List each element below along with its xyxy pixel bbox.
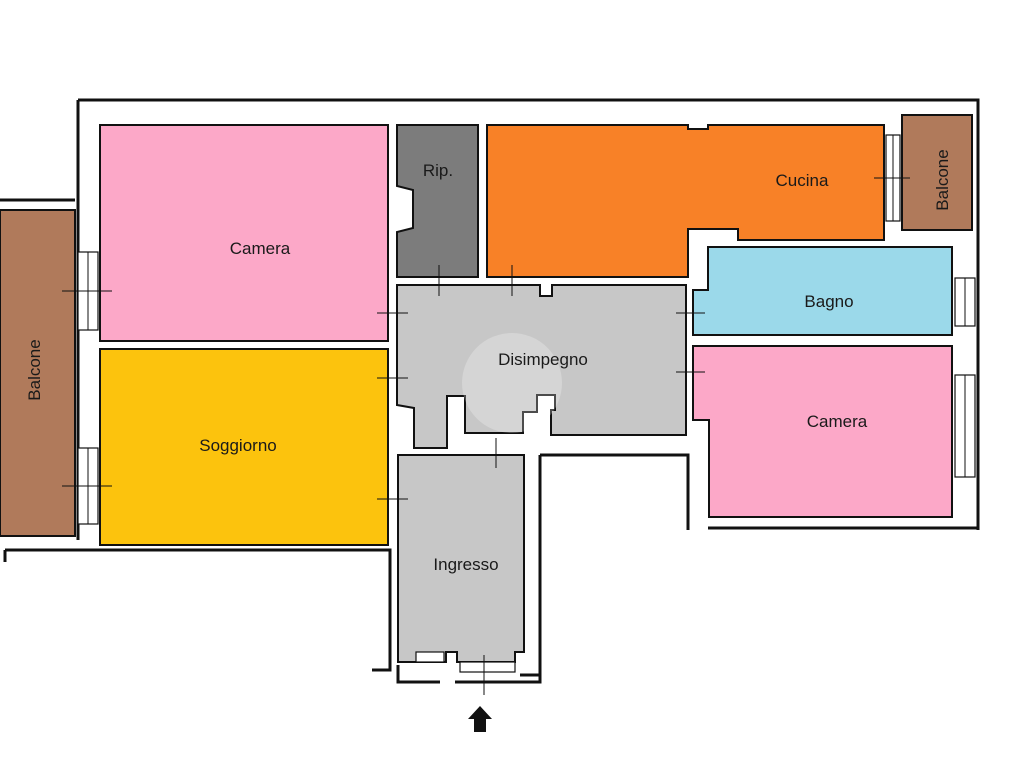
room-balcone-left-fill: [0, 209, 76, 537]
room-camera-2-fill: [692, 345, 953, 518]
label-cucina: Cucina: [776, 171, 829, 190]
label-ingresso: Ingresso: [433, 555, 498, 574]
room-disimpegno-fill: [396, 284, 687, 449]
room-ripostiglio-fill: [396, 124, 479, 278]
label-balcone-left: Balcone: [25, 339, 44, 400]
label-disimpegno: Disimpegno: [498, 350, 588, 369]
label-camera-2: Camera: [807, 412, 868, 431]
label-ripostiglio: Rip.: [423, 161, 453, 180]
room-camera-1-fill: [99, 124, 389, 342]
label-balcone-right: Balcone: [933, 149, 952, 210]
room-cucina-fill: [486, 124, 885, 278]
label-bagno: Bagno: [804, 292, 853, 311]
room-soggiorno-fill: [99, 348, 389, 546]
watermark-logo: [462, 333, 562, 433]
door-marks: [62, 177, 910, 695]
room-bagno-fill: [692, 246, 953, 336]
label-camera-1: Camera: [230, 239, 291, 258]
up-arrow-icon: [468, 706, 492, 732]
room-balcone-right-fill: [901, 114, 973, 231]
label-soggiorno: Soggiorno: [199, 436, 277, 455]
outer-walls: [0, 98, 980, 684]
